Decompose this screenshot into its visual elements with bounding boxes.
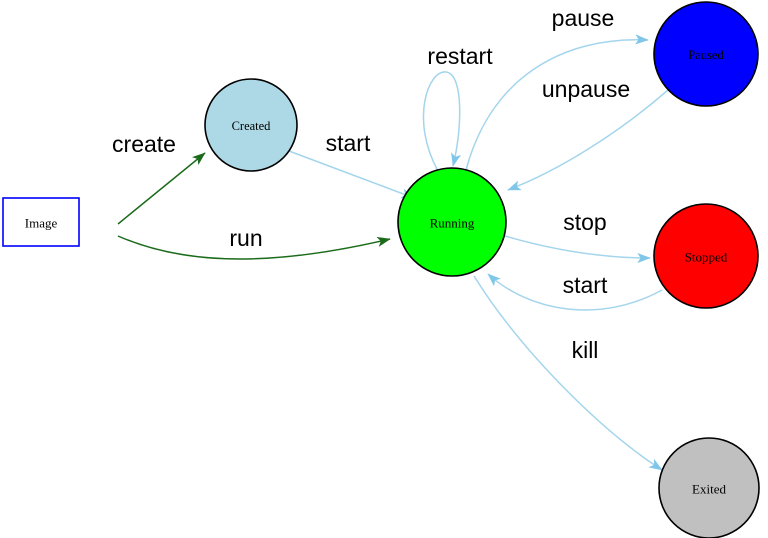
node-stopped-shape[interactable] — [653, 203, 759, 309]
edge-pause — [465, 34, 649, 171]
node-stopped[interactable]: Stopped — [653, 203, 759, 309]
node-paused[interactable]: Paused — [653, 1, 759, 107]
edge-label-kill: kill — [572, 337, 599, 363]
edge-create — [117, 152, 206, 225]
node-image-label: Image — [25, 216, 58, 231]
node-created[interactable]: Created — [204, 78, 298, 172]
node-exited-label: Exited — [692, 482, 726, 497]
node-paused-label: Paused — [688, 48, 724, 62]
node-running[interactable]: Running — [397, 167, 507, 277]
edge-start-stopped — [487, 273, 663, 311]
edge-kill — [473, 275, 663, 471]
edge-label-run: run — [229, 225, 262, 251]
node-paused-shape[interactable] — [653, 1, 759, 107]
edge-unpause — [507, 89, 669, 191]
edge-start-created — [288, 150, 415, 199]
edge-label-restart: restart — [427, 43, 493, 69]
edge-label-start-stopped: start — [563, 272, 608, 298]
node-running-label: Running — [430, 216, 475, 231]
edge-restart — [422, 71, 462, 172]
node-image[interactable]: Image — [2, 197, 80, 247]
edges-layer — [117, 34, 669, 471]
node-exited-shape[interactable] — [658, 437, 760, 538]
edge-label-stop: stop — [563, 209, 606, 235]
edge-stop — [504, 235, 651, 264]
node-running-shape[interactable] — [397, 167, 507, 277]
node-created-label: Created — [232, 119, 272, 133]
edge-label-create: create — [112, 131, 176, 157]
node-exited[interactable]: Exited — [658, 437, 760, 538]
edge-run — [117, 235, 391, 260]
node-stopped-label: Stopped — [685, 250, 728, 265]
edge-labels-layer: create run start restart pause unpause s… — [112, 5, 630, 363]
edge-label-unpause: unpause — [542, 76, 630, 102]
node-created-shape[interactable] — [204, 78, 298, 172]
edge-label-pause: pause — [552, 5, 615, 31]
edge-label-start-created: start — [326, 130, 371, 156]
node-image-shape[interactable] — [2, 197, 80, 247]
